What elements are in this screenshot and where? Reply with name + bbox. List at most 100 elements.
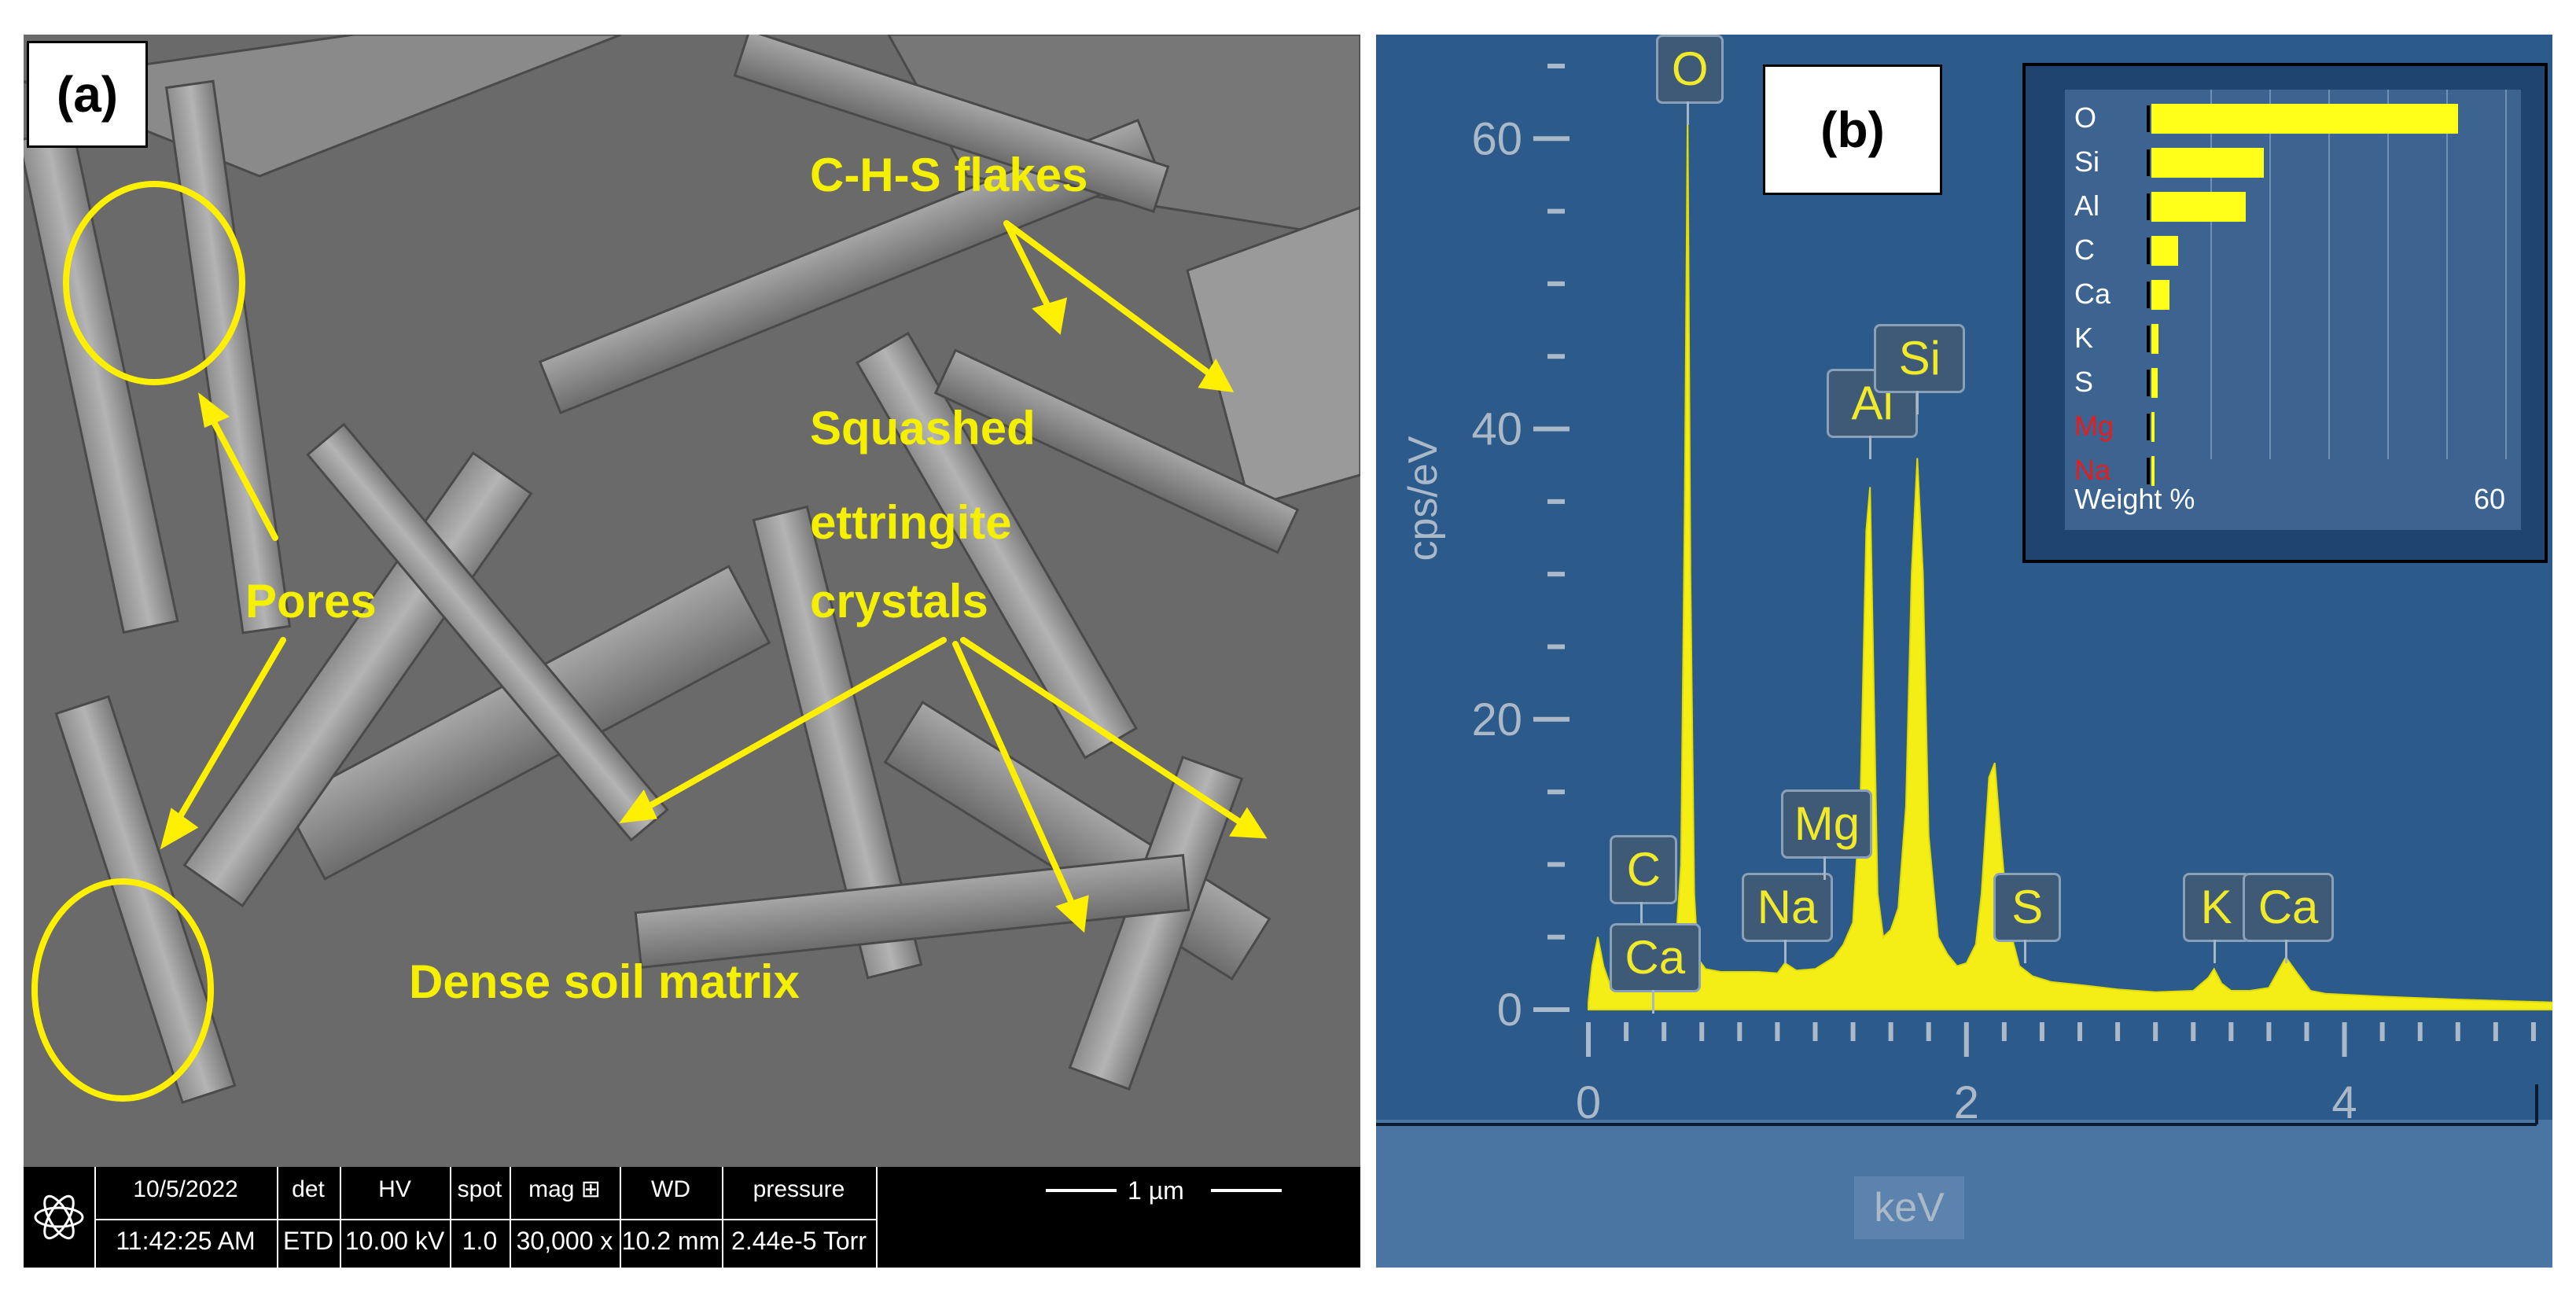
peak-leader-line bbox=[1916, 391, 1919, 415]
inset-element-label: K bbox=[2074, 322, 2094, 354]
inset-gridline bbox=[2210, 90, 2212, 459]
det-header: det bbox=[292, 1176, 325, 1202]
y-tick-label: 0 bbox=[1497, 984, 1522, 1036]
peak-label-k: K bbox=[2182, 873, 2250, 942]
detector-icon bbox=[24, 1167, 96, 1268]
y-tick-label: 60 bbox=[1471, 113, 1522, 164]
time-value: 11:42:25 AM bbox=[94, 1219, 277, 1261]
y-axis: 0 20 40 60 bbox=[1471, 64, 1570, 1036]
csh-flakes-label: C-H-S flakes bbox=[810, 149, 1088, 201]
inset-gridline bbox=[2446, 90, 2448, 459]
wd-value: 10.2 mm bbox=[620, 1219, 722, 1261]
inset-row-tick bbox=[2147, 370, 2150, 396]
inset-element-label: Mg bbox=[2074, 410, 2114, 442]
mag-header: mag ⊞ bbox=[528, 1176, 601, 1202]
inset-element-label: C bbox=[2074, 234, 2095, 266]
inset-bar bbox=[2151, 192, 2246, 222]
scale-bar-label: 1 µm bbox=[1128, 1176, 1184, 1205]
y-tick-label: 40 bbox=[1471, 404, 1522, 455]
peak-label-s: S bbox=[1993, 873, 2062, 942]
peak-leader-line bbox=[2213, 940, 2216, 963]
pressure-header: pressure bbox=[753, 1176, 845, 1202]
scale-bar: 1 µm bbox=[1046, 1175, 1282, 1206]
scale-bar-line-right bbox=[1211, 1189, 1282, 1192]
scale-bar-line-left bbox=[1046, 1189, 1117, 1192]
peak-leader-line bbox=[1869, 436, 1872, 460]
inset-bar bbox=[2151, 280, 2169, 310]
peak-leader-line bbox=[2285, 940, 2288, 963]
crystal-rods bbox=[24, 35, 1360, 1104]
peak-leader-line bbox=[1687, 101, 1690, 125]
inset-bar bbox=[2151, 412, 2155, 442]
hv-cell: HV 10.00 kV bbox=[340, 1167, 451, 1268]
date-value: 10/5/2022 bbox=[133, 1176, 238, 1202]
peak-label-ca: Ca bbox=[2243, 873, 2335, 942]
x-axis-title: keV bbox=[1854, 1176, 1964, 1239]
mag-cell: mag ⊞ 30,000 x bbox=[510, 1167, 621, 1268]
inset-element-label: S bbox=[2074, 366, 2094, 398]
x-tick-label: 0 bbox=[1576, 1077, 1601, 1128]
inset-row-tick bbox=[2147, 237, 2150, 264]
inset-element-label: Al bbox=[2074, 190, 2100, 222]
panel-label-a: (a) bbox=[27, 41, 148, 148]
y-tick-label: 20 bbox=[1471, 694, 1522, 745]
det-value: ETD bbox=[277, 1219, 340, 1261]
inset-bar bbox=[2151, 368, 2158, 398]
inset-bar bbox=[2151, 324, 2158, 354]
ettringite-label: ettringite bbox=[810, 496, 1012, 549]
peak-label-o: O bbox=[1656, 35, 1724, 104]
inset-x-axis-label: Weight % bbox=[2074, 483, 2195, 515]
inset-row-tick bbox=[2147, 105, 2150, 132]
hv-header: HV bbox=[378, 1176, 411, 1202]
peak-label-c: C bbox=[1610, 835, 1678, 904]
inset-gridline bbox=[2387, 90, 2389, 459]
annotation-marks bbox=[31, 181, 1268, 1102]
inset-row-tick bbox=[2147, 149, 2150, 176]
peak-label-ca: Ca bbox=[1609, 923, 1701, 992]
wd-header: WD bbox=[651, 1176, 690, 1202]
spot-header: spot bbox=[457, 1176, 502, 1202]
datetime-cell: 10/5/2022 11:42:25 AM bbox=[94, 1167, 278, 1268]
inset-bar bbox=[2151, 456, 2155, 486]
panel-label-b: (b) bbox=[1763, 64, 1942, 195]
sem-image bbox=[24, 35, 1360, 1167]
inset-x-tick-label: 60 bbox=[2474, 483, 2506, 515]
inset-gridline bbox=[2505, 90, 2507, 459]
pore-circle-bottom bbox=[31, 878, 214, 1102]
wd-cell: WD 10.2 mm bbox=[620, 1167, 723, 1268]
x-tick-label: 4 bbox=[2331, 1077, 2357, 1128]
inset-bar bbox=[2151, 104, 2458, 134]
spot-cell: spot 1.0 bbox=[450, 1167, 511, 1268]
peak-leader-line bbox=[2024, 940, 2027, 963]
inset-row-tick bbox=[2147, 193, 2150, 220]
inset-row-tick bbox=[2147, 458, 2150, 484]
inset-element-label: O bbox=[2074, 101, 2097, 134]
peak-label-na: Na bbox=[1742, 873, 1833, 942]
inset-element-label: Na bbox=[2074, 454, 2111, 486]
spot-value: 1.0 bbox=[450, 1219, 510, 1261]
crystals-label: crystals bbox=[810, 575, 988, 627]
inset-element-label: Ca bbox=[2074, 278, 2111, 310]
peak-leader-line bbox=[1651, 990, 1654, 1014]
mag-value: 30,000 x bbox=[510, 1219, 620, 1261]
arrows bbox=[160, 220, 1268, 933]
inset-row-tick bbox=[2147, 414, 2150, 440]
inset-gridline bbox=[2328, 90, 2330, 459]
x-tick-label: 2 bbox=[1954, 1077, 1979, 1128]
pores-label: Pores bbox=[245, 575, 377, 627]
pore-circle-top bbox=[63, 181, 245, 385]
dense-soil-matrix-label: Dense soil matrix bbox=[409, 955, 800, 1008]
inset-row-tick bbox=[2147, 326, 2150, 352]
sem-databar: 10/5/2022 11:42:25 AM det ETD HV 10.00 k… bbox=[24, 1167, 1360, 1268]
inset-bar bbox=[2151, 148, 2264, 178]
peak-label-mg: Mg bbox=[1781, 789, 1873, 859]
inset-element-label: Si bbox=[2074, 145, 2100, 178]
squashed-label: Squashed bbox=[810, 402, 1036, 454]
x-axis: 0 2 4 bbox=[1576, 1022, 2536, 1128]
peak-leader-line bbox=[1640, 902, 1643, 925]
inset-row-tick bbox=[2147, 282, 2150, 308]
peak-label-si: Si bbox=[1874, 324, 1966, 394]
